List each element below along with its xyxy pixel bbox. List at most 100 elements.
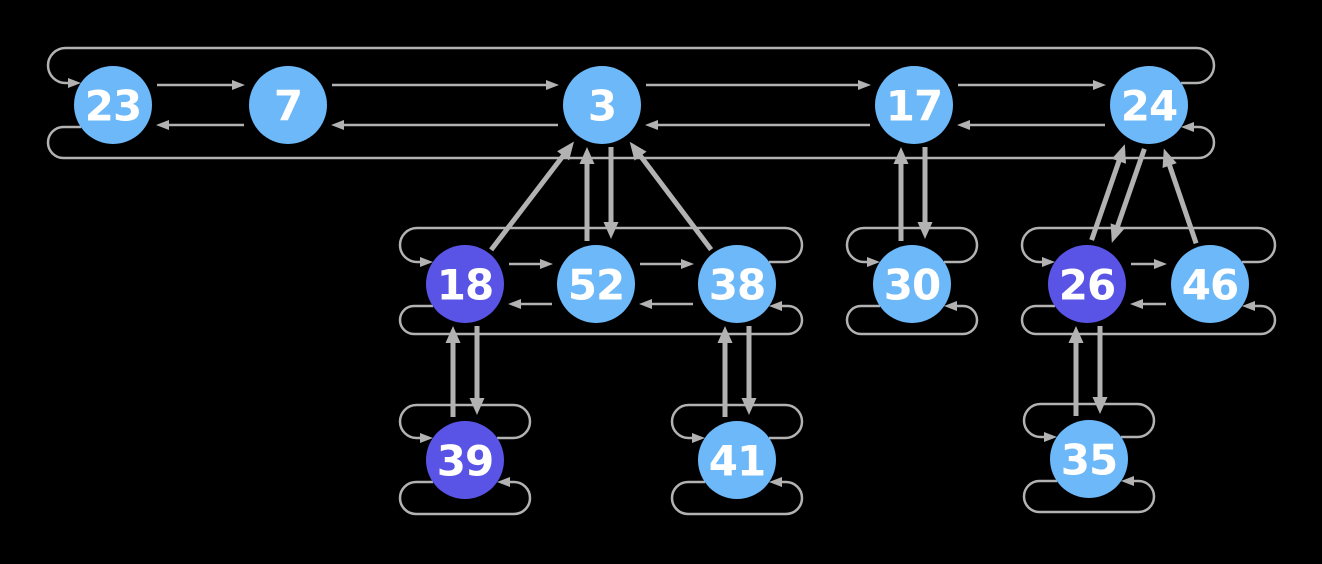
heap-node-38: 38 <box>698 245 776 323</box>
edge-next-arrowhead-18-52 <box>540 259 553 269</box>
heap-node-39: 39 <box>426 421 504 499</box>
node-label-26: 26 <box>1059 261 1115 310</box>
edge-up-arrowhead-18-3 <box>557 141 575 161</box>
edge-prev-arrowhead-52-18 <box>508 299 521 309</box>
wrap-bottom-root-list <box>46 125 1216 160</box>
edge-up-38-3 <box>637 153 714 252</box>
wrap-top-arrowhead-children-of-26 <box>1044 432 1057 442</box>
edge-next-arrowhead-3-17 <box>858 80 871 90</box>
wrap-top-arrowhead-children-of-24 <box>1042 257 1055 267</box>
node-circle-52 <box>557 245 635 323</box>
node-label-24: 24 <box>1121 82 1177 131</box>
edge-up-arrowhead-35-26 <box>1068 326 1084 343</box>
wrap-bottom-children-of-18 <box>398 480 532 516</box>
edge-down-arrowhead-38-41 <box>741 398 757 415</box>
wrap-top-children-of-3 <box>398 226 804 264</box>
node-label-52: 52 <box>568 261 624 310</box>
node-circle-35 <box>1050 420 1128 498</box>
edge-up-arrowhead-41-38 <box>717 326 733 343</box>
wrap-top-root-list <box>46 46 1216 85</box>
heap-node-23: 23 <box>74 66 152 144</box>
node-circle-7 <box>249 66 327 144</box>
node-circle-39 <box>426 421 504 499</box>
node-label-35: 35 <box>1061 436 1117 485</box>
edge-down-arrowhead-24-26 <box>1110 223 1125 243</box>
node-circle-46 <box>1171 245 1249 323</box>
node-label-17: 17 <box>886 82 942 131</box>
node-circle-17 <box>875 66 953 144</box>
node-circle-38 <box>698 245 776 323</box>
edge-up-arrowhead-52-3 <box>579 147 595 164</box>
wrap-top-arrowhead-root-list <box>68 78 81 88</box>
node-label-38: 38 <box>709 261 765 310</box>
heap-node-18: 18 <box>426 245 504 323</box>
edge-up-arrowhead-26-24 <box>1111 144 1127 164</box>
node-label-30: 30 <box>884 261 940 310</box>
node-label-18: 18 <box>437 261 493 310</box>
wrap-top-children-of-17 <box>845 226 979 264</box>
node-circle-24 <box>1110 66 1188 144</box>
wrap-top-children-of-26 <box>1022 402 1156 439</box>
node-circle-18 <box>426 245 504 323</box>
heap-node-46: 46 <box>1171 245 1249 323</box>
node-label-7: 7 <box>274 82 302 131</box>
edge-up-26-24 <box>1089 158 1122 241</box>
wrap-top-children-of-24 <box>1020 226 1277 264</box>
edge-up-arrowhead-46-24 <box>1162 148 1177 168</box>
wrap-top-arrowhead-children-of-17 <box>867 257 880 267</box>
wrap-bottom-children-of-17 <box>845 304 979 336</box>
wrap-bottom-children-of-24 <box>1020 304 1277 336</box>
node-circle-3 <box>563 66 641 144</box>
heap-node-41: 41 <box>698 421 776 499</box>
heap-node-7: 7 <box>249 66 327 144</box>
wrap-bottom-children-of-38 <box>670 480 804 516</box>
wrap-bottom-children-of-26 <box>1022 479 1156 514</box>
heap-node-24: 24 <box>1110 66 1188 144</box>
edge-next-arrowhead-26-46 <box>1154 259 1167 269</box>
wrap-bottom-arrowhead-children-of-17 <box>944 301 957 311</box>
edge-up-arrowhead-38-3 <box>629 141 647 161</box>
heap-node-17: 17 <box>875 66 953 144</box>
edge-next-arrowhead-52-38 <box>681 259 694 269</box>
edge-up-arrowhead-30-17 <box>893 147 909 164</box>
edge-down-arrowhead-3-52 <box>603 222 619 239</box>
node-label-46: 46 <box>1182 261 1238 310</box>
edge-prev-arrowhead-24-17 <box>957 120 970 130</box>
wrap-top-arrowhead-children-of-3 <box>420 257 433 267</box>
wrap-bottom-arrowhead-root-list <box>1181 122 1194 132</box>
heap-node-3: 3 <box>563 66 641 144</box>
wrap-bottom-arrowhead-children-of-18 <box>497 477 510 487</box>
heap-node-30: 30 <box>873 245 951 323</box>
wrap-top-arrowhead-children-of-38 <box>692 433 705 443</box>
wrap-top-children-of-18 <box>398 403 532 440</box>
edge-prev-arrowhead-7-23 <box>156 120 169 130</box>
wrap-bottom-arrowhead-children-of-24 <box>1242 301 1255 311</box>
node-label-39: 39 <box>437 437 493 486</box>
edge-up-46-24 <box>1166 163 1199 245</box>
wrap-bottom-arrowhead-children-of-3 <box>769 301 782 311</box>
edge-prev-arrowhead-38-52 <box>639 299 652 309</box>
edge-down-24-26 <box>1114 148 1147 229</box>
wrap-top-arrowhead-children-of-18 <box>420 433 433 443</box>
edge-next-arrowhead-17-24 <box>1093 80 1106 90</box>
edge-down-arrowhead-18-39 <box>469 398 485 415</box>
node-circle-41 <box>698 421 776 499</box>
edge-up-arrowhead-39-18 <box>445 326 461 343</box>
edge-next-arrowhead-23-7 <box>232 80 245 90</box>
heap-node-52: 52 <box>557 245 635 323</box>
node-label-23: 23 <box>85 82 141 131</box>
edge-prev-arrowhead-17-3 <box>645 120 658 130</box>
node-circle-30 <box>873 245 951 323</box>
heap-node-35: 35 <box>1050 420 1128 498</box>
edge-down-arrowhead-26-35 <box>1092 397 1108 414</box>
node-circle-23 <box>74 66 152 144</box>
node-circle-26 <box>1048 245 1126 323</box>
edge-down-arrowhead-17-30 <box>917 222 933 239</box>
edge-up-18-3 <box>489 153 566 252</box>
edge-next-arrowhead-7-3 <box>546 80 559 90</box>
wrap-bottom-arrowhead-children-of-26 <box>1121 476 1134 486</box>
node-label-3: 3 <box>588 82 616 131</box>
wrap-top-children-of-38 <box>670 403 804 440</box>
